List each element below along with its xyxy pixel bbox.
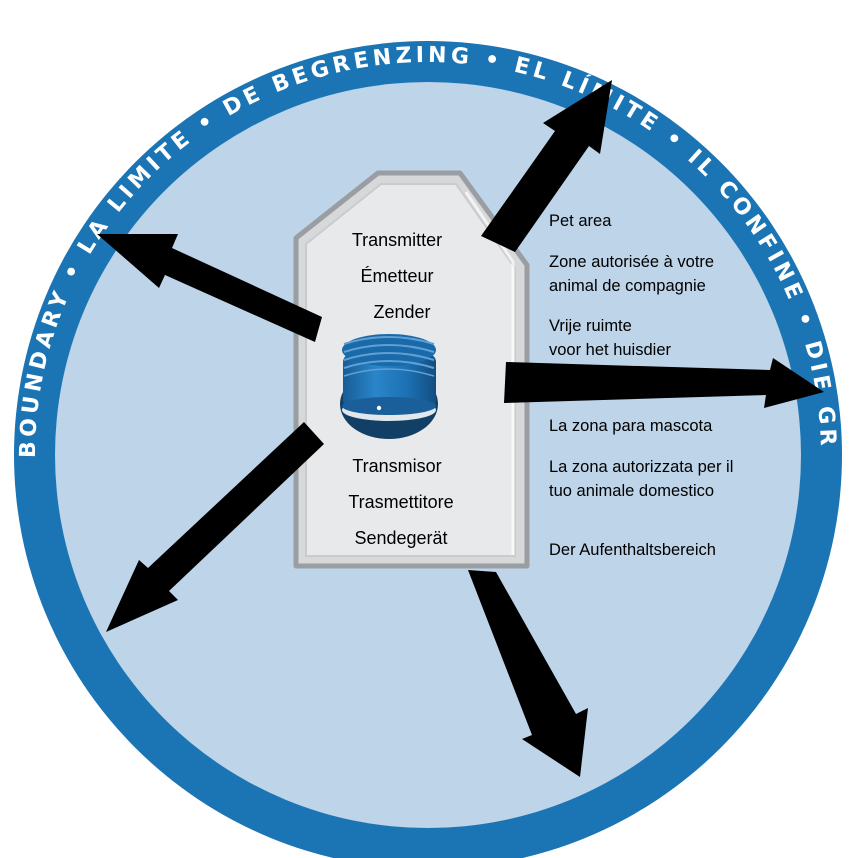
- arrow-left: [97, 234, 322, 342]
- pet-area-label-it-1: La zona autorizzata per il: [549, 458, 733, 476]
- transmitter-label-es: Transmisor: [352, 456, 441, 476]
- transmitter-label-en: Transmitter: [352, 230, 442, 250]
- transmitter-label-it: Trasmettitore: [348, 492, 453, 512]
- pet-area-label-en: Pet area: [549, 212, 612, 230]
- transmitter-label-fr: Émetteur: [360, 266, 433, 286]
- pet-area-label-fr-1: Zone autorisée à votre: [549, 253, 714, 271]
- pet-area-label-it-2: tuo animale domestico: [549, 482, 714, 500]
- arrow-down-left: [106, 422, 324, 632]
- pet-area-label-nl-1: Vrije ruimte: [549, 317, 632, 335]
- transmitter-label-de: Sendegerät: [354, 528, 447, 548]
- pet-area-label-nl-2: voor het huisdier: [549, 341, 671, 359]
- pet-area-label-de: Der Aufenthaltsbereich: [549, 541, 716, 559]
- arrow-down: [468, 570, 588, 777]
- transmitter-label-nl: Zender: [373, 302, 430, 322]
- transmitter-device: [340, 334, 438, 439]
- arrow-right: [504, 358, 824, 408]
- pet-area-label-fr-2: animal de compagnie: [549, 277, 706, 295]
- arrow-up-right: [481, 80, 612, 252]
- pet-area-label-es: La zona para mascota: [549, 417, 713, 435]
